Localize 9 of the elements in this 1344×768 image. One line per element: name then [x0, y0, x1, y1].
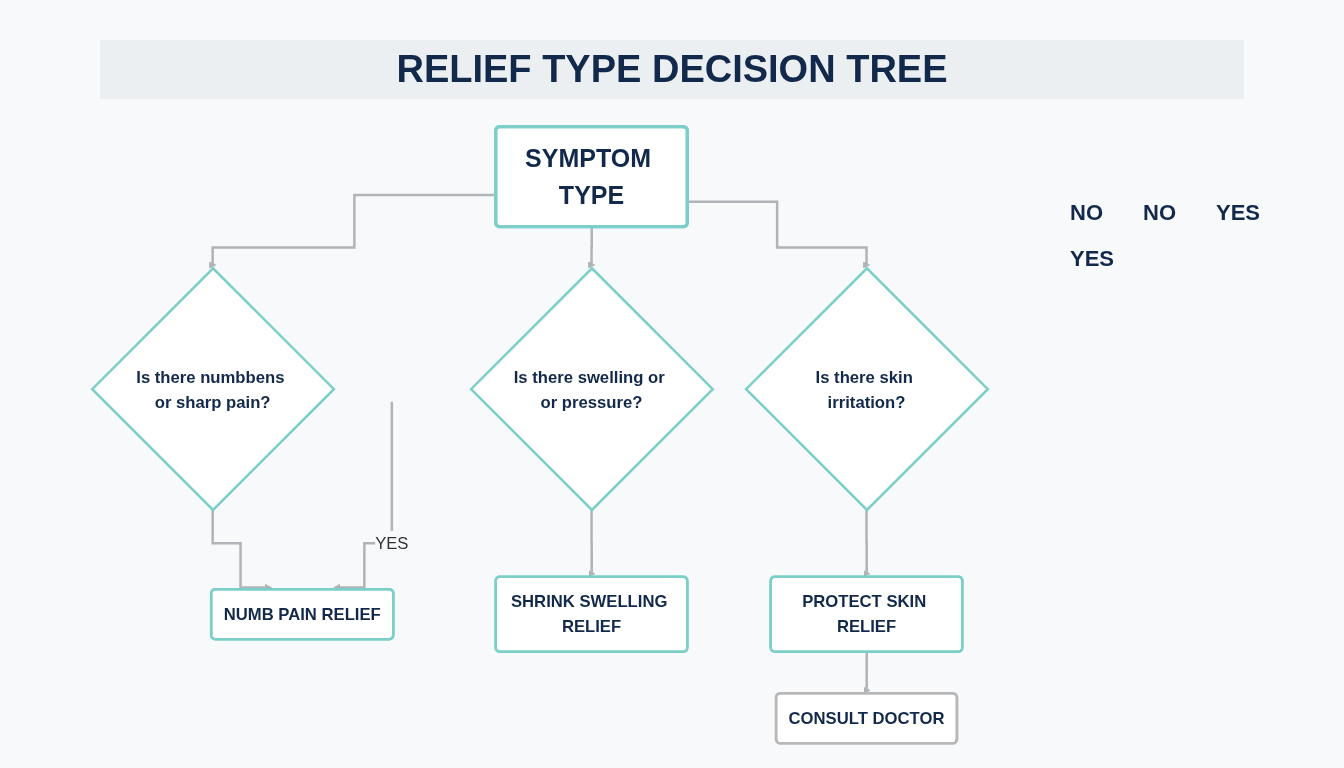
node-diamond: Is there swelling or or pressure? — [469, 266, 715, 512]
node-diamond: Is there numbbens or sharp pain? — [90, 266, 336, 512]
edge-label: YES — [375, 534, 409, 553]
branch-label: YES — [1070, 246, 1115, 272]
branch-label: NO — [1143, 200, 1176, 226]
branch-label: NO — [1070, 200, 1103, 226]
diagram-title: RELIEF TYPE DECISION TREE — [100, 40, 1244, 99]
branch-label: YES — [1216, 200, 1261, 226]
node-diamond: Is there skin irritation? — [744, 266, 990, 512]
